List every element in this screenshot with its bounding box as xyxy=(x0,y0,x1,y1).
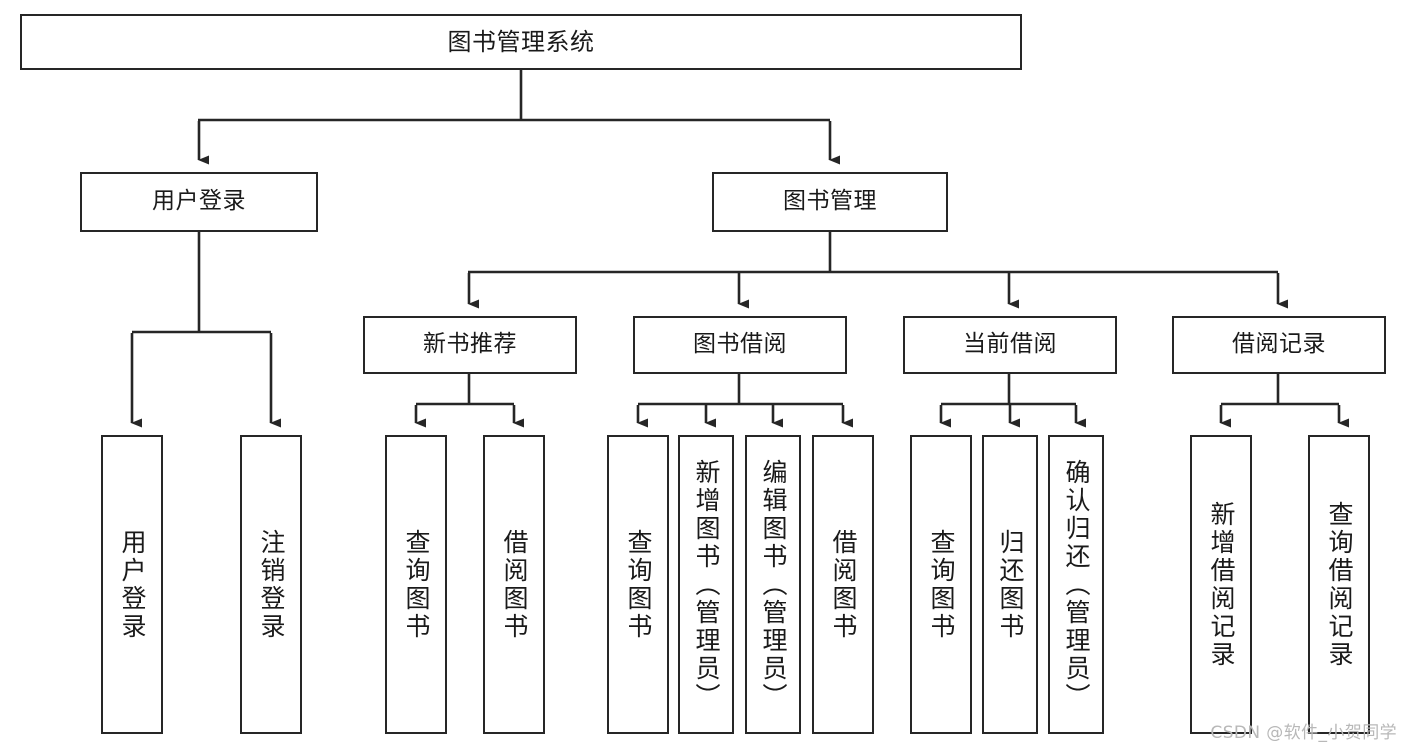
node-user-login[interactable]: 用户登录 xyxy=(80,172,318,232)
node-leaf-query-book-1[interactable]: 查询图书 xyxy=(385,435,447,734)
node-leaf-logout-login-label: 注销登录 xyxy=(257,528,286,641)
node-book-manage[interactable]: 图书管理 xyxy=(712,172,948,232)
node-new-book-recommend-label: 新书推荐 xyxy=(423,331,517,358)
node-leaf-user-login-label: 用户登录 xyxy=(118,528,147,641)
node-leaf-edit-book[interactable]: 编辑图书（管理员） xyxy=(745,435,801,734)
node-borrow-record-label: 借阅记录 xyxy=(1232,331,1326,358)
node-leaf-add-record[interactable]: 新增借阅记录 xyxy=(1190,435,1252,734)
watermark-text: CSDN @软件_小贺同学 xyxy=(1210,723,1397,743)
node-leaf-query-book-2[interactable]: 查询图书 xyxy=(607,435,669,734)
node-current-borrow-label: 当前借阅 xyxy=(963,331,1057,358)
node-leaf-query-record-label: 查询借阅记录 xyxy=(1325,500,1354,669)
node-current-borrow[interactable]: 当前借阅 xyxy=(903,316,1117,374)
node-leaf-query-book-1-label: 查询图书 xyxy=(402,528,431,641)
node-leaf-add-book[interactable]: 新增图书（管理员） xyxy=(678,435,734,734)
node-leaf-borrow-book-1-label: 借阅图书 xyxy=(500,528,529,641)
node-leaf-user-login[interactable]: 用户登录 xyxy=(101,435,163,734)
node-new-book-recommend[interactable]: 新书推荐 xyxy=(363,316,577,374)
node-leaf-query-book-3-label: 查询图书 xyxy=(927,528,956,641)
node-leaf-borrow-book-2[interactable]: 借阅图书 xyxy=(812,435,874,734)
node-leaf-confirm-return-label: 确认归还（管理员） xyxy=(1062,458,1091,711)
node-leaf-confirm-return[interactable]: 确认归还（管理员） xyxy=(1048,435,1104,734)
node-leaf-return-book[interactable]: 归还图书 xyxy=(982,435,1038,734)
node-borrow-record[interactable]: 借阅记录 xyxy=(1172,316,1386,374)
node-book-borrow-label: 图书借阅 xyxy=(693,331,787,358)
node-book-borrow[interactable]: 图书借阅 xyxy=(633,316,847,374)
node-leaf-return-book-label: 归还图书 xyxy=(996,528,1025,641)
node-leaf-borrow-book-1[interactable]: 借阅图书 xyxy=(483,435,545,734)
node-user-login-label: 用户登录 xyxy=(152,188,246,215)
node-book-manage-label: 图书管理 xyxy=(783,188,877,215)
node-leaf-edit-book-label: 编辑图书（管理员） xyxy=(759,458,788,711)
node-root[interactable]: 图书管理系统 xyxy=(20,14,1022,70)
node-leaf-borrow-book-2-label: 借阅图书 xyxy=(829,528,858,641)
node-leaf-query-book-2-label: 查询图书 xyxy=(624,528,653,641)
node-leaf-add-record-label: 新增借阅记录 xyxy=(1207,500,1236,669)
node-leaf-add-book-label: 新增图书（管理员） xyxy=(692,458,721,711)
node-leaf-logout-login[interactable]: 注销登录 xyxy=(240,435,302,734)
node-leaf-query-record[interactable]: 查询借阅记录 xyxy=(1308,435,1370,734)
node-leaf-query-book-3[interactable]: 查询图书 xyxy=(910,435,972,734)
node-root-label: 图书管理系统 xyxy=(447,27,595,56)
